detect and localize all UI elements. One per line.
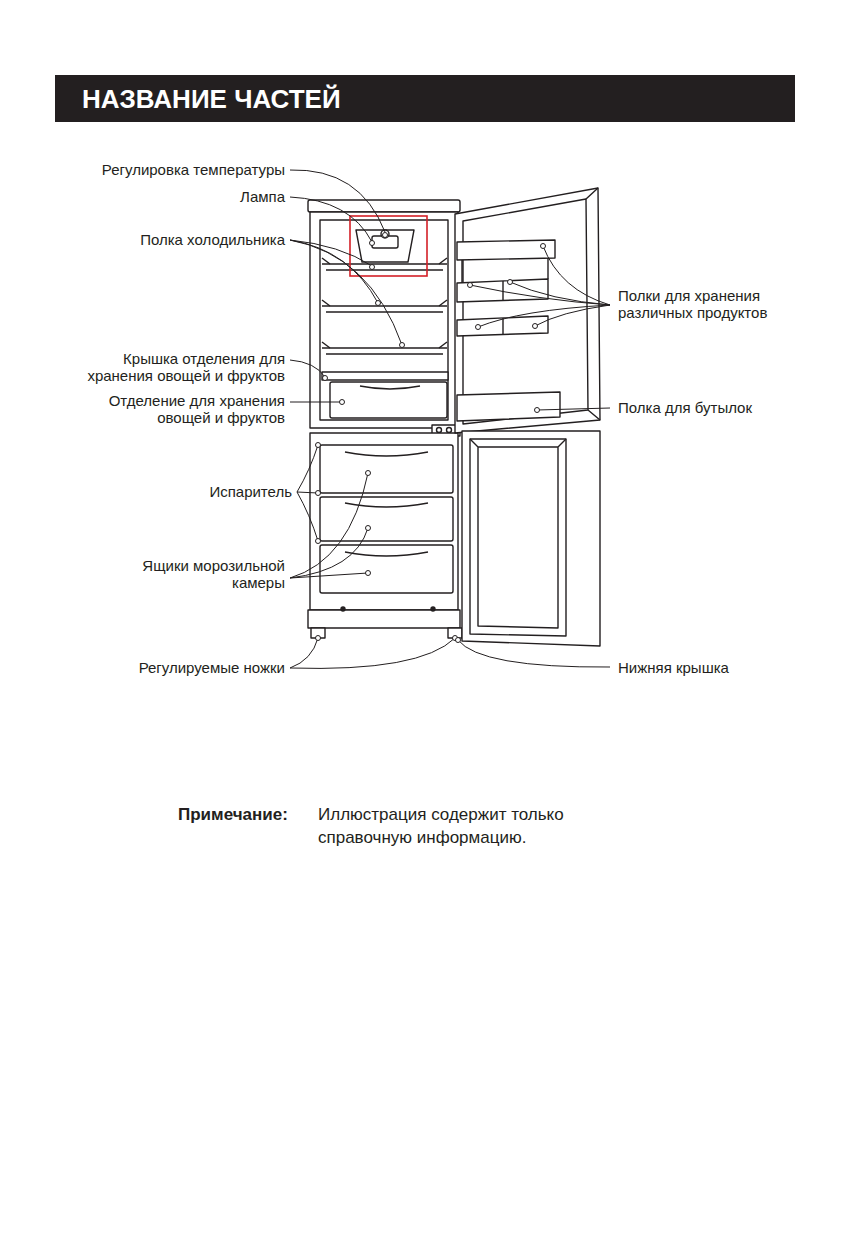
part-label: Регулировка температуры [65,161,285,178]
part-label: Лампа [165,188,285,205]
part-label: Нижняя крышка [618,659,798,676]
title-band [55,75,795,122]
part-label: Полки для хранения различных продуктов [618,287,798,321]
note-text: Иллюстрация содержит только справочную и… [318,803,618,849]
leader-dots [316,233,546,643]
part-label: Испаритель [172,483,292,500]
note-text: Примечание: [178,803,318,826]
part-label: Полка холодильника [85,231,285,248]
highlight-frame [350,216,427,276]
part-label: Отделение для хранения овощей и фруктов [95,392,285,426]
part-label: Полка для бутылок [618,399,798,416]
part-label: Крышка отделения для хранения овощей и ф… [70,350,285,384]
leader-lines [290,170,610,668]
page-title: НАЗВАНИЕ ЧАСТЕЙ [82,84,341,114]
refrigerator [308,188,600,646]
part-label: Регулируемые ножки [85,659,285,676]
part-label: Ящики морозильной камеры [125,557,285,591]
